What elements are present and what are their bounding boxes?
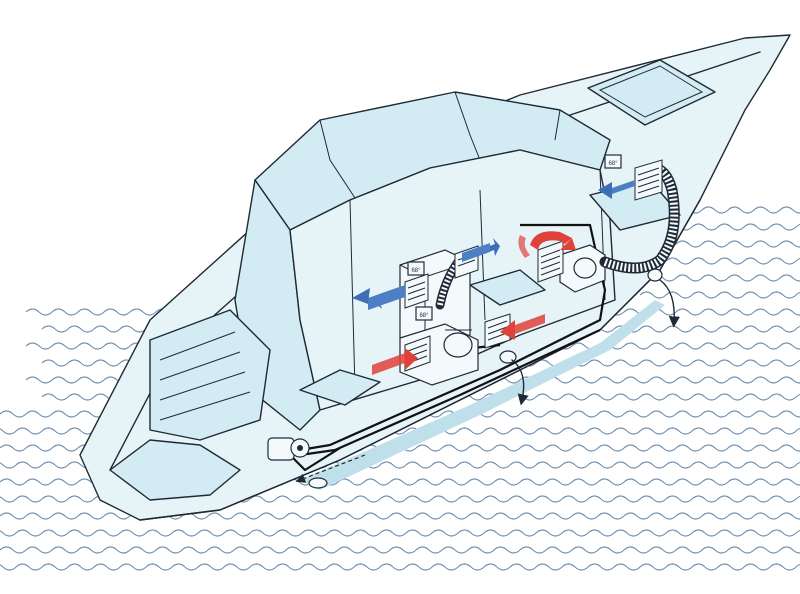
wave-line: [649, 274, 800, 282]
sea-water-pump-icon: [267, 437, 310, 461]
thermostat-panel-icon: 68° 68° 68°: [407, 154, 622, 321]
thermostat-readout: 68°: [608, 161, 618, 167]
wave-line: [639, 291, 800, 299]
through-hull-fitting-icon: [308, 268, 663, 489]
wave-line: [0, 563, 800, 571]
thermostat-readout: 68°: [419, 313, 429, 319]
wave-line: [0, 529, 800, 537]
warm-air-arrow-icon: [372, 231, 576, 375]
wave-line: [0, 512, 800, 520]
water-discharge-arrow-icon: [511, 279, 680, 406]
thermostat-readout: 68°: [411, 268, 421, 274]
air-conditioner-unit-icon: [559, 164, 680, 293]
wave-line: [0, 546, 800, 554]
cool-air-arrow-icon: [352, 180, 635, 310]
sea-water-plumbing: [289, 223, 607, 483]
